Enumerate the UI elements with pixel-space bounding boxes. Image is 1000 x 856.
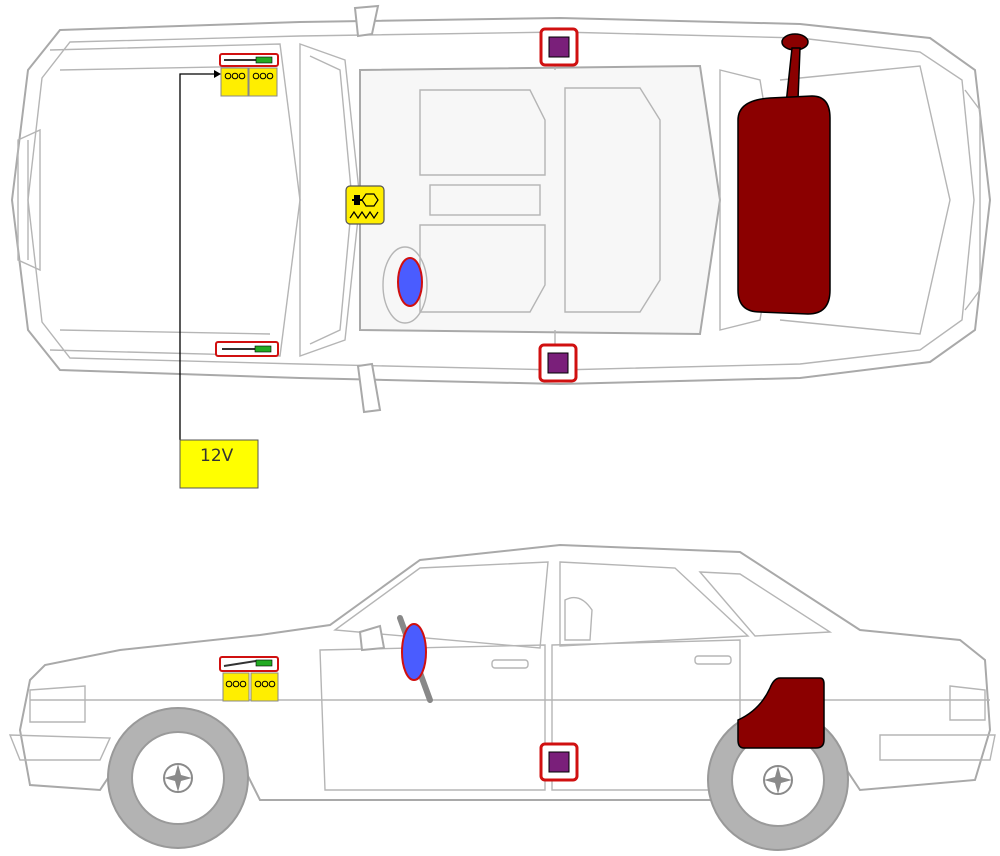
front-wheel	[107, 707, 249, 849]
battery-cable-icon	[215, 341, 279, 357]
airbag-icon	[397, 615, 433, 703]
fuel-tank-icon	[737, 677, 825, 749]
battery-icon	[219, 53, 279, 97]
voltage-callout: 12V	[179, 70, 259, 489]
car-top-view	[10, 4, 992, 414]
ecu-icon	[345, 185, 385, 225]
side-airbag-icon	[539, 742, 579, 782]
battery-icon	[219, 656, 279, 702]
side-airbag-icon	[538, 343, 578, 383]
fuel-tank-icon	[737, 33, 831, 315]
side-airbag-icon	[539, 27, 579, 67]
voltage-label: 12V	[200, 446, 234, 466]
airbag-icon	[397, 257, 423, 307]
